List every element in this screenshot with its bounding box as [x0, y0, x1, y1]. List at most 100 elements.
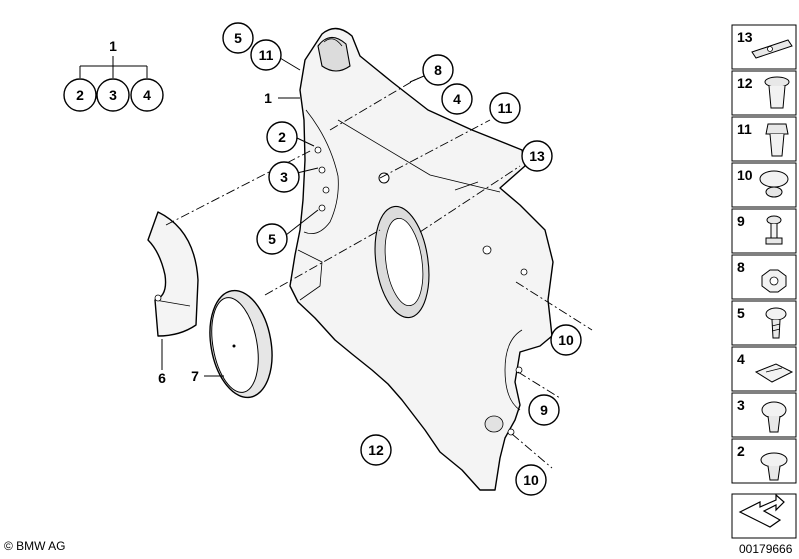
callout-8[interactable]: 8 [422, 54, 454, 86]
mount-hole [318, 204, 326, 212]
svg-text:10: 10 [737, 167, 753, 183]
assembly-line [379, 119, 491, 179]
label-1[interactable]: 1 [264, 90, 272, 106]
panel-lower-fold [297, 249, 323, 301]
assembly-line [511, 433, 553, 469]
legend-item-13[interactable]: 13 [731, 24, 797, 70]
svg-text:8: 8 [737, 259, 745, 275]
svg-text:2: 2 [737, 443, 745, 459]
leader-line [409, 75, 425, 83]
callout-5-top[interactable]: 5 [222, 22, 254, 54]
cover-trim[interactable] [147, 211, 199, 337]
legend-item-8[interactable]: 8 [731, 254, 797, 300]
expanding-rivet-icon [761, 401, 787, 433]
callout-3[interactable]: 3 [268, 161, 300, 193]
direction-arrow-icon [738, 493, 785, 528]
svg-text:2: 2 [76, 87, 84, 103]
legend-item-4[interactable]: 4 [731, 346, 797, 392]
svg-text:11: 11 [737, 121, 752, 137]
clip-strip-icon [751, 39, 793, 59]
speaker-recess-inner [384, 217, 424, 307]
legend-item-3[interactable]: 3 [731, 392, 797, 438]
cover-trim-edge [154, 299, 191, 307]
svg-text:4: 4 [453, 91, 461, 107]
callout-13[interactable]: 13 [521, 140, 553, 172]
fastener-legend: 13 12 11 10 [731, 24, 797, 539]
copyright-label: © BMW AG [4, 539, 66, 553]
svg-text:5: 5 [737, 305, 745, 321]
panel-shoulder-line [303, 109, 339, 235]
hierarchy-connector [79, 56, 148, 78]
assembly-line [515, 281, 593, 331]
mount-hole [482, 245, 492, 255]
cap-icon [759, 170, 789, 198]
panel-recess [484, 415, 504, 433]
mount-hole [322, 186, 330, 194]
svg-text:13: 13 [529, 148, 545, 164]
leader-lines [161, 57, 425, 377]
bolt-icon [765, 215, 783, 245]
hierarchy-child-2[interactable]: 2 [63, 78, 97, 112]
svg-text:3: 3 [109, 87, 117, 103]
label-6[interactable]: 6 [158, 370, 166, 386]
legend-item-12[interactable]: 12 [731, 70, 797, 116]
callout-5-middle[interactable]: 5 [256, 223, 288, 255]
leader-line [296, 137, 315, 147]
label-7[interactable]: 7 [191, 368, 199, 384]
legend-item-direction[interactable] [731, 493, 797, 539]
mount-hole [318, 166, 326, 174]
leader-line [296, 167, 319, 174]
legend-item-5[interactable]: 5 [731, 300, 797, 346]
assembly-line [419, 165, 521, 233]
spring-nut-icon [754, 363, 794, 383]
svg-text:3: 3 [280, 169, 288, 185]
rivet-nut-icon [765, 123, 789, 157]
callout-9[interactable]: 9 [528, 394, 560, 426]
mount-hole [314, 146, 322, 154]
speaker-cover[interactable] [202, 286, 280, 403]
svg-text:11: 11 [259, 47, 274, 63]
callout-12[interactable]: 12 [360, 434, 392, 466]
callout-2[interactable]: 2 [266, 121, 298, 153]
expanding-rivet-2-icon [760, 452, 788, 481]
side-trim-panel [289, 27, 554, 491]
svg-text:2: 2 [278, 129, 286, 145]
svg-text:12: 12 [368, 442, 384, 458]
cover-trim-hole [154, 294, 162, 302]
mount-hole [507, 428, 515, 436]
hierarchy-parent-label: 1 [109, 38, 117, 54]
callout-10-lower[interactable]: 10 [515, 464, 547, 496]
hierarchy-child-3[interactable]: 3 [96, 78, 130, 112]
legend-item-10[interactable]: 10 [731, 162, 797, 208]
svg-text:12: 12 [737, 75, 753, 91]
svg-text:4: 4 [737, 351, 745, 367]
legend-item-2[interactable]: 2 [731, 438, 797, 484]
part-hierarchy: 1 2 3 4 [63, 38, 164, 112]
callout-4[interactable]: 4 [441, 83, 473, 115]
assembly-line [517, 371, 561, 399]
panel-slot [454, 181, 479, 191]
screw-icon [765, 307, 787, 339]
expanding-nut-icon [764, 76, 790, 109]
hierarchy-child-4[interactable]: 4 [130, 78, 164, 112]
legend-item-9[interactable]: 9 [731, 208, 797, 254]
leader-line [285, 209, 319, 236]
assembly-line [264, 229, 381, 296]
svg-text:10: 10 [558, 332, 574, 348]
svg-text:9: 9 [540, 402, 548, 418]
speaker-cover-center [232, 344, 236, 348]
mount-hole [520, 268, 528, 276]
mount-hole [378, 172, 390, 184]
svg-text:10: 10 [523, 472, 539, 488]
svg-text:3: 3 [737, 397, 745, 413]
legend-item-11[interactable]: 11 [731, 116, 797, 162]
diagram-number: 00179666 [739, 542, 793, 556]
callout-11-right[interactable]: 11 [489, 92, 521, 124]
assembly-line [329, 77, 419, 131]
leader-line [279, 57, 301, 71]
panel-side-curve [504, 329, 523, 411]
pocket-rim [323, 38, 343, 47]
callout-10-upper[interactable]: 10 [550, 324, 582, 356]
callout-11-top[interactable]: 11 [250, 39, 282, 71]
